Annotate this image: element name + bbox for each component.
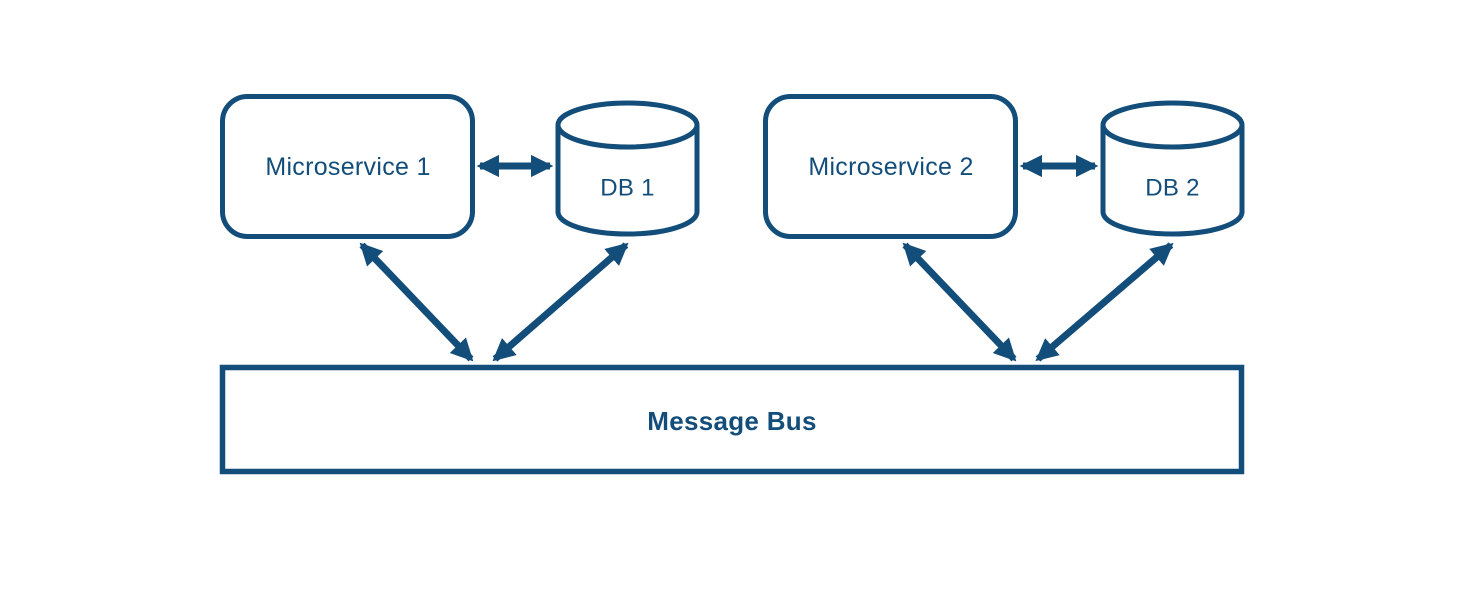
arrow-db-1-message-bus — [492, 242, 629, 362]
arrow-microservice-2-message-bus — [902, 242, 1017, 362]
db-1-cylinder-body — [555, 125, 700, 237]
microservice-1-node: Microservice 1 — [220, 94, 475, 239]
arrow-microservice-1-message-bus — [359, 242, 474, 362]
db-1-label: DB 1 — [600, 175, 655, 202]
db-2-cylinder-top — [1100, 100, 1245, 150]
message-bus-label: Message Bus — [647, 406, 816, 436]
microservice-2-label: Microservice 2 — [808, 153, 973, 181]
microservice-2-node: Microservice 2 — [763, 94, 1018, 239]
db-2-label: DB 2 — [1145, 175, 1200, 202]
message-bus-node: Message Bus — [219, 364, 1245, 475]
db-2-node: DB 2 — [1100, 100, 1245, 237]
microservice-1-box — [220, 94, 475, 239]
message-bus-box — [219, 364, 1245, 475]
microservice-1-label: Microservice 1 — [265, 153, 430, 181]
db-2-cylinder-body — [1100, 125, 1245, 237]
arrow-db-2-message-bus — [1035, 242, 1174, 362]
db-1-node: DB 1 — [555, 100, 700, 237]
microservice-2-box — [763, 94, 1018, 239]
db-1-cylinder-top — [555, 100, 700, 150]
connectors — [359, 154, 1174, 362]
